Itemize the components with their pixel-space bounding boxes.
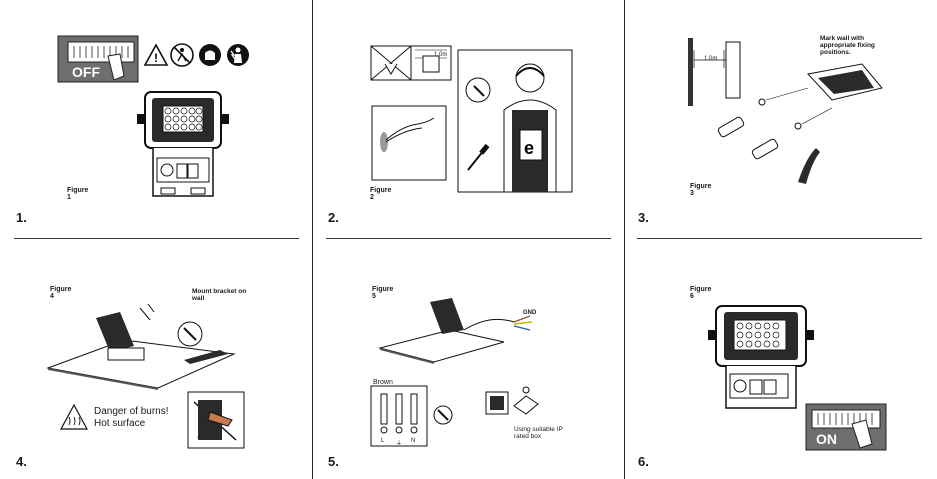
terminal-l: L xyxy=(381,438,385,444)
wall-measure-label: 1.0m xyxy=(704,56,718,62)
bracket-mounting-illustration xyxy=(46,303,236,390)
screwdriver-detail-icon xyxy=(433,405,453,425)
off-label: OFF xyxy=(72,64,100,80)
no-slip-icon xyxy=(170,43,194,67)
row-divider-2 xyxy=(326,238,611,239)
floodlight-illustration xyxy=(137,91,229,197)
row-divider-1 xyxy=(14,238,299,239)
off-switch-illustration xyxy=(57,35,139,83)
figure-5-caption: Figure 5 xyxy=(372,286,394,300)
fixing-parts-illustration xyxy=(717,63,883,184)
hot-surface-warning-icon xyxy=(59,403,89,430)
mark-wall-note: Mark wall with appropriate fixing positi… xyxy=(820,35,875,56)
ip-box-note: Using suitable IP rated box xyxy=(514,426,563,440)
mount-bracket-note: Mount bracket on wall xyxy=(192,288,247,302)
on-switch-illustration xyxy=(805,403,887,451)
installer-illustration: e xyxy=(457,49,573,193)
step-1-number: 1. xyxy=(16,210,27,225)
terminal-earth: ⏚ xyxy=(396,441,403,447)
step-6-number: 6. xyxy=(638,454,649,469)
terminal-n: N xyxy=(411,438,416,444)
figure-4-caption: Figure 4 xyxy=(50,286,72,300)
step-4-number: 4. xyxy=(16,454,27,469)
figure-1-caption: Figure 1 xyxy=(67,187,89,201)
electrician-icon xyxy=(227,44,249,66)
figure-6-caption: Figure 6 xyxy=(690,286,712,300)
row-divider-3 xyxy=(637,238,922,239)
step-2-number: 2. xyxy=(328,210,339,225)
measure-label: 1.0m xyxy=(434,52,448,58)
ip-rated-box-illustration xyxy=(485,386,539,415)
svg-text:e: e xyxy=(524,138,534,158)
figure-2-caption: Figure 2 xyxy=(370,187,392,201)
figure-3-caption: Figure 3 xyxy=(690,183,712,197)
column-divider-2 xyxy=(624,0,625,479)
wear-gloves-icon xyxy=(199,44,221,66)
svg-text:!: ! xyxy=(154,51,158,65)
terminal-block-illustration xyxy=(370,385,428,447)
hot-surface-illustration xyxy=(187,391,245,449)
floodlight-on-illustration xyxy=(708,305,814,409)
gnd-label: GND xyxy=(523,310,537,316)
on-label: ON xyxy=(816,431,837,447)
warning-icon: ! xyxy=(143,43,169,66)
wall-measure-illustration xyxy=(688,38,741,106)
wall-type-diagrams xyxy=(370,45,452,81)
wiring-illustration xyxy=(378,298,533,364)
cable-sketch xyxy=(371,105,447,181)
step-5-number: 5. xyxy=(328,454,339,469)
step-3-number: 3. xyxy=(638,210,649,225)
burn-warning-text: Danger of burns! Hot surface xyxy=(94,406,169,429)
column-divider-1 xyxy=(312,0,313,479)
